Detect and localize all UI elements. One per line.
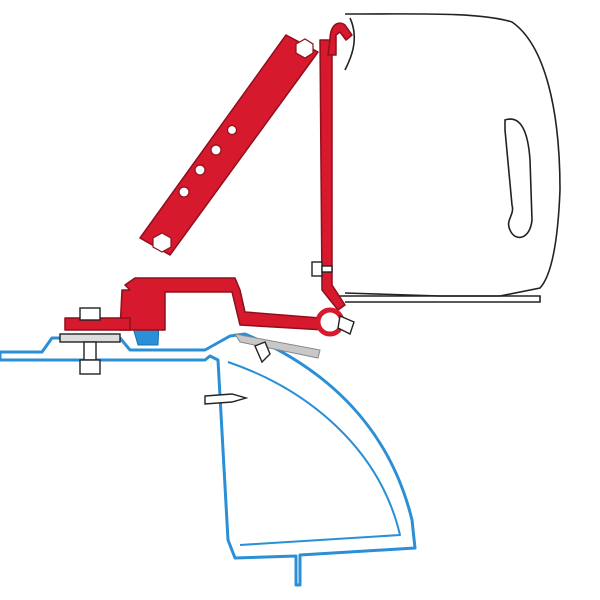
awning-housing [335, 13, 561, 303]
arm-holes [152, 38, 314, 253]
gasket-strip [233, 333, 321, 359]
adapter-bracket [64, 22, 353, 337]
screw-roof [254, 341, 271, 364]
awning-profile-groove [504, 118, 533, 239]
hex-bolt-top [295, 38, 314, 59]
mounting-hook [327, 22, 353, 56]
hex-bolt-bottom [152, 232, 172, 253]
bolt-nut [79, 307, 101, 321]
screw-right [337, 315, 355, 335]
support-arm [139, 34, 319, 256]
awning-bolt [311, 261, 323, 277]
fasteners [59, 261, 355, 405]
base-bracket [119, 277, 326, 331]
screw-side [204, 393, 249, 405]
